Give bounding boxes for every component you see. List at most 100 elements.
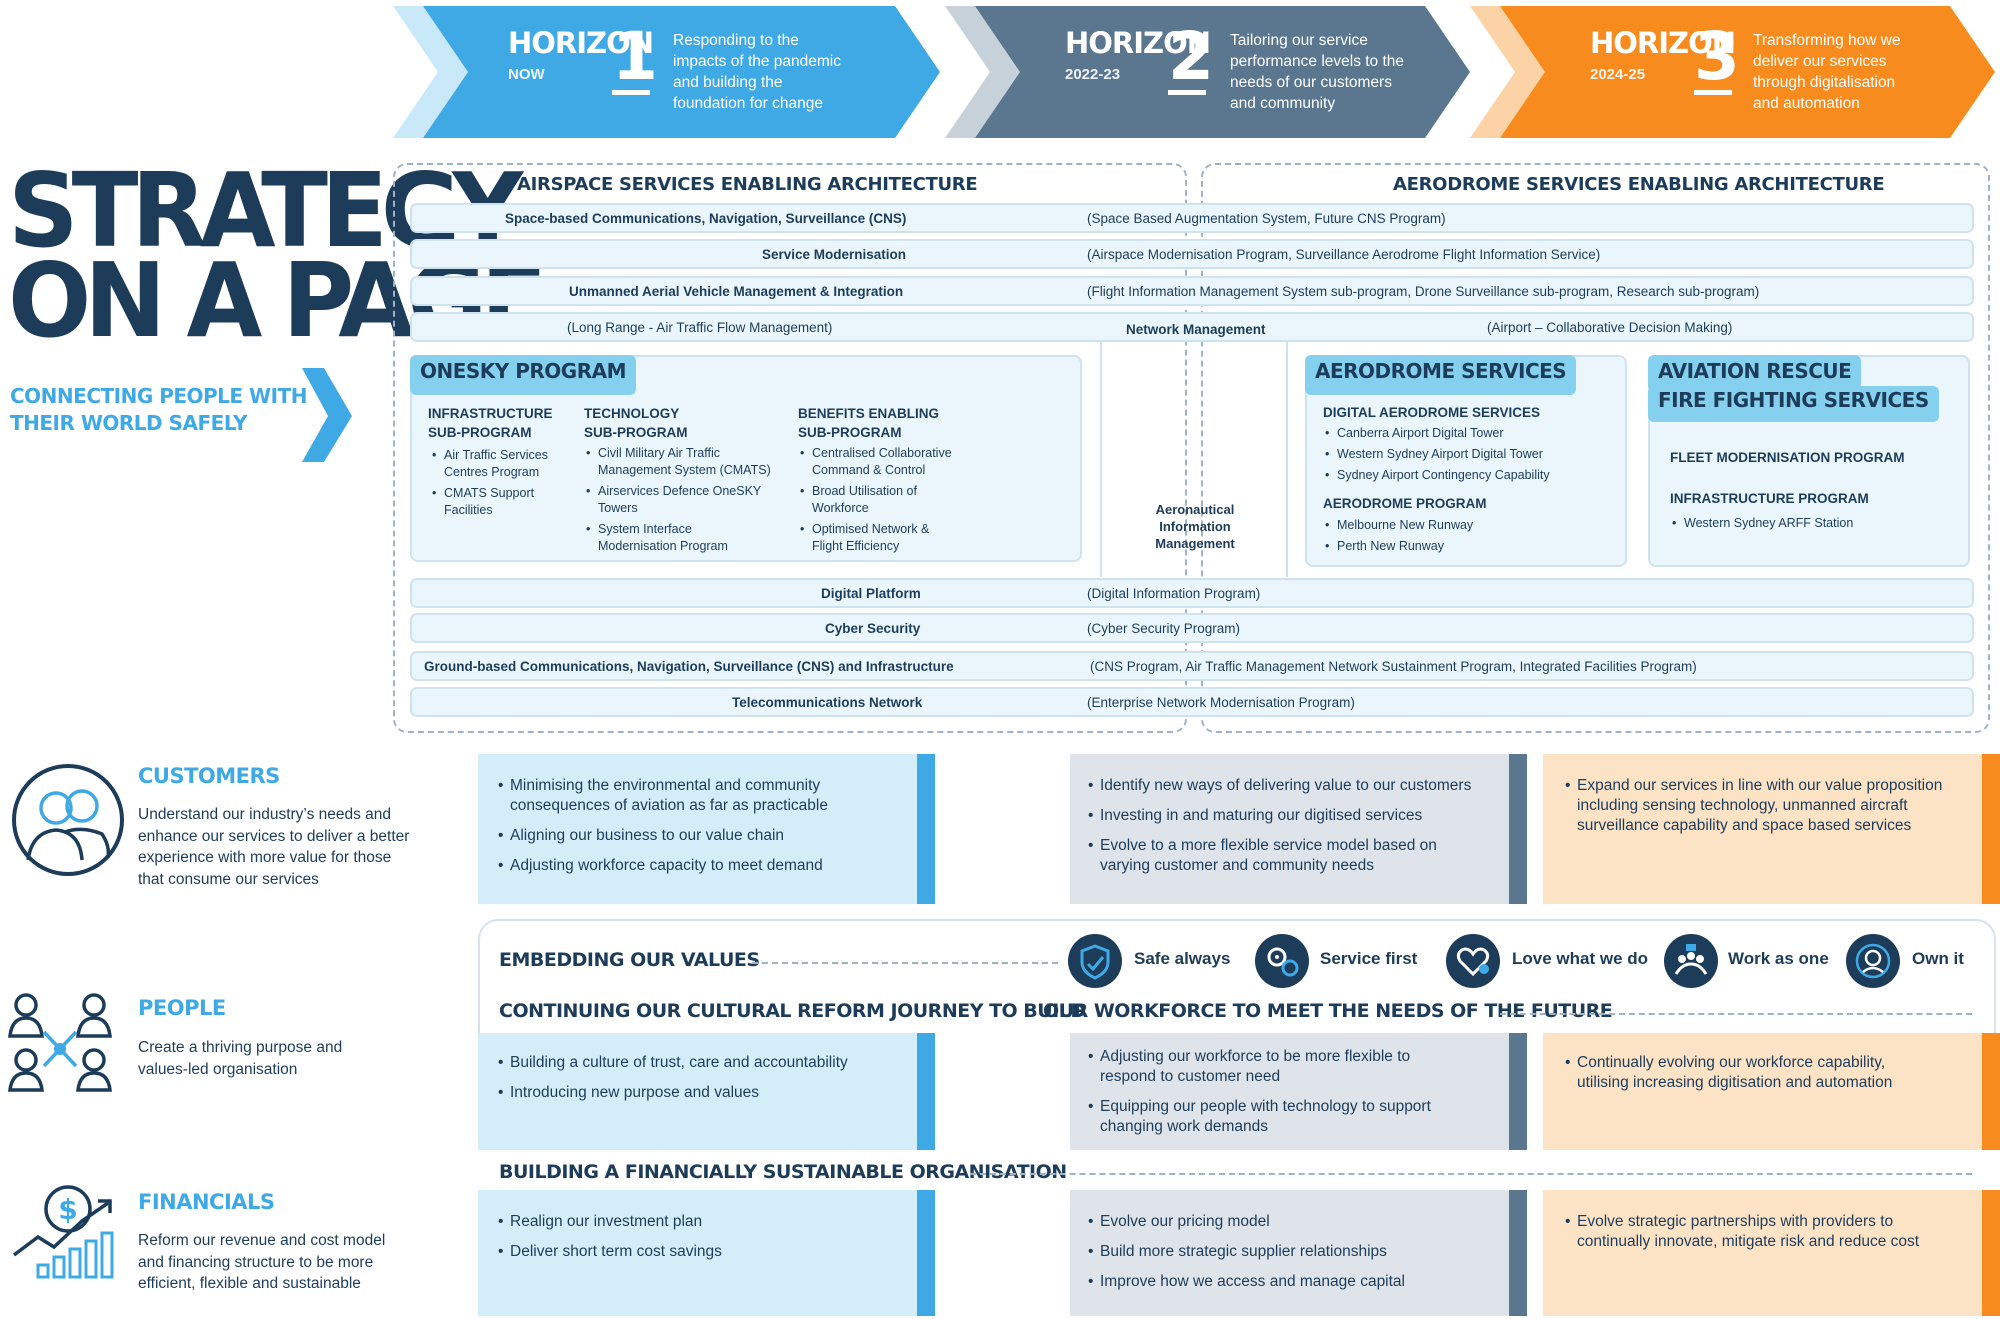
digital-aerodrome-list: Canberra Airport Digital Tower Western S… (1323, 425, 1550, 488)
aerodrome-architecture-frame (1201, 163, 1990, 733)
arch-row-service-modernisation: Service Modernisation (Airspace Modernis… (410, 239, 1974, 269)
horizon-1-number: 1 (612, 18, 658, 95)
arff-infrastructure-heading: INFRASTRUCTURE PROGRAM (1670, 491, 1869, 506)
aim-label: Aeronautical Information Management (1155, 502, 1235, 551)
horizon-2-number: 2 (1168, 18, 1214, 95)
horizon-3-title: HORIZON (1590, 26, 1736, 60)
financials-horizon-2-box: Evolve our pricing model Build more stra… (1070, 1190, 1527, 1316)
value-safe-always: Safe always (1134, 949, 1231, 968)
financials-heading: FINANCIALS (138, 1190, 275, 1214)
list-item: Adjusting our workforce to be more flexi… (1088, 1047, 1431, 1087)
list-item: Perth New Runway (1323, 538, 1473, 555)
value-work-as-one: Work as one (1728, 949, 1829, 968)
horizon-chevrons (393, 6, 1995, 138)
horizon-2-chevron (975, 6, 1470, 138)
people-description: Create a thriving purpose and values-led… (138, 1039, 343, 1078)
list-item: Continually evolving our workforce capab… (1565, 1053, 1892, 1093)
value-love-what-we-do: Love what we do (1512, 949, 1649, 968)
people-horizon-1-box: Building a culture of trust, care and ac… (478, 1033, 935, 1150)
horizon-1-underline (612, 90, 650, 95)
list-item: Western Sydney Airport Digital Tower (1323, 446, 1550, 463)
arff-infrastructure-list: Western Sydney ARFF Station (1670, 515, 1853, 536)
list-item: Improve how we access and manage capital (1088, 1272, 1405, 1292)
horizon-1-tail (393, 6, 472, 138)
arff-heading-line2: FIRE FIGHTING SERVICES (1648, 386, 1939, 422)
list-item: Sydney Airport Contingency Capability (1323, 467, 1550, 484)
arch-row-ground-cns: Ground-based Communications, Navigation,… (410, 651, 1974, 681)
arch-row-space-cns: Space-based Communications, Navigation, … (410, 203, 1974, 233)
list-item: Minimising the environmental and communi… (498, 776, 828, 816)
onesky-col3-heading: BENEFITS ENABLING SUB-PROGRAM (798, 406, 940, 440)
team-icon (1664, 934, 1718, 988)
arff-heading-line1: AVIATION RESCUE (1648, 355, 1862, 391)
culture-dash-line (1500, 1013, 1972, 1015)
financial-heading: BUILDING A FINANCIALLY SUSTAINABLE ORGAN… (499, 1161, 1067, 1183)
list-item: Evolve our pricing model (1088, 1212, 1405, 1232)
cultural-reform-heading-left: CONTINUING OUR CULTURAL REFORM JOURNEY T… (499, 1000, 1086, 1022)
customers-horizon-2-box: Identify new ways of delivering value to… (1070, 754, 1527, 904)
list-item: Building a culture of trust, care and ac… (498, 1053, 848, 1073)
horizon-1-title: HORIZON (508, 26, 654, 60)
list-item: Optimised Network &Flight Efficiency (798, 521, 952, 555)
horizon-2-tail (945, 6, 1025, 138)
heart-icon (1446, 934, 1500, 988)
list-item: Introducing new purpose and values (498, 1083, 848, 1103)
financials-description: Reform our revenue and cost model and fi… (138, 1232, 386, 1292)
list-item: Identify new ways of delivering value to… (1088, 776, 1471, 796)
svg-text:$: $ (58, 1193, 77, 1226)
people-heading: PEOPLE (138, 996, 226, 1020)
list-item: Western Sydney ARFF Station (1670, 515, 1853, 532)
list-item: Realign our investment plan (498, 1212, 722, 1232)
airspace-architecture-frame (393, 163, 1187, 733)
arch-row-cyber-security: Cyber Security (Cyber Security Program) (410, 613, 1974, 643)
onesky-heading: ONESKY PROGRAM (410, 355, 637, 395)
horizon-3-underline (1694, 90, 1732, 95)
horizon-3-tail (1470, 6, 1550, 138)
customers-horizon-1-box: Minimising the environmental and communi… (478, 754, 935, 904)
aerodrome-architecture-heading: AERODROME SERVICES ENABLING ARCHITECTURE (1393, 174, 1885, 195)
value-own-it: Own it (1912, 949, 1964, 968)
horizon-3-desc: Transforming how we deliver our services… (1753, 32, 1901, 112)
horizon-3-chevron (1500, 6, 1995, 138)
onesky-col1-heading: INFRASTRUCTURE SUB-PROGRAM (428, 406, 553, 440)
customers-description: Understand our industry’s needs and enha… (138, 806, 410, 888)
horizon-2-desc: Tailoring our service performance levels… (1230, 32, 1405, 112)
aerodrome-program-list: Melbourne New Runway Perth New Runway (1323, 517, 1473, 559)
cultural-reform-heading-right: OUR WORKFORCE TO MEET THE NEEDS OF THE F… (1043, 1000, 1613, 1022)
aerodrome-program-heading: AERODROME PROGRAM (1323, 496, 1487, 511)
gears-icon (1255, 934, 1309, 988)
list-item: Expand our services in line with our val… (1565, 776, 1942, 836)
horizon-1-sub: NOW (508, 66, 545, 83)
horizon-2-title: HORIZON (1065, 26, 1211, 60)
values-dash-line (752, 962, 1058, 964)
horizon-2-underline (1168, 90, 1206, 95)
list-item: Investing in and maturing our digitised … (1088, 806, 1471, 826)
horizon-2-sub: 2022-23 (1065, 66, 1121, 83)
list-item: Melbourne New Runway (1323, 517, 1473, 534)
horizon-3-sub: 2024-25 (1590, 66, 1646, 83)
people-horizon-2-box: Adjusting our workforce to be more flexi… (1070, 1033, 1527, 1150)
list-item: Deliver short term cost savings (498, 1242, 722, 1262)
financial-dash-line (970, 1173, 1972, 1175)
value-service-first: Service first (1320, 949, 1418, 968)
list-item: Canberra Airport Digital Tower (1323, 425, 1550, 442)
list-item: Build more strategic supplier relationsh… (1088, 1242, 1405, 1262)
financials-horizon-3-box: Evolve strategic partnerships with provi… (1543, 1190, 2000, 1316)
arch-row-telecommunications: Telecommunications Network (Enterprise N… (410, 687, 1974, 717)
list-item: Evolve strategic partnerships with provi… (1565, 1212, 1919, 1252)
financials-horizon-1-box: Realign our investment plan Deliver shor… (478, 1190, 935, 1316)
chevron-right-icon (302, 368, 352, 462)
arch-row-digital-platform: Digital Platform (Digital Information Pr… (410, 578, 1974, 608)
aerodrome-services-heading: AERODROME SERVICES (1305, 355, 1577, 395)
list-item: Equipping our people with technology to … (1088, 1097, 1431, 1137)
people-network-icon (8, 993, 112, 1092)
